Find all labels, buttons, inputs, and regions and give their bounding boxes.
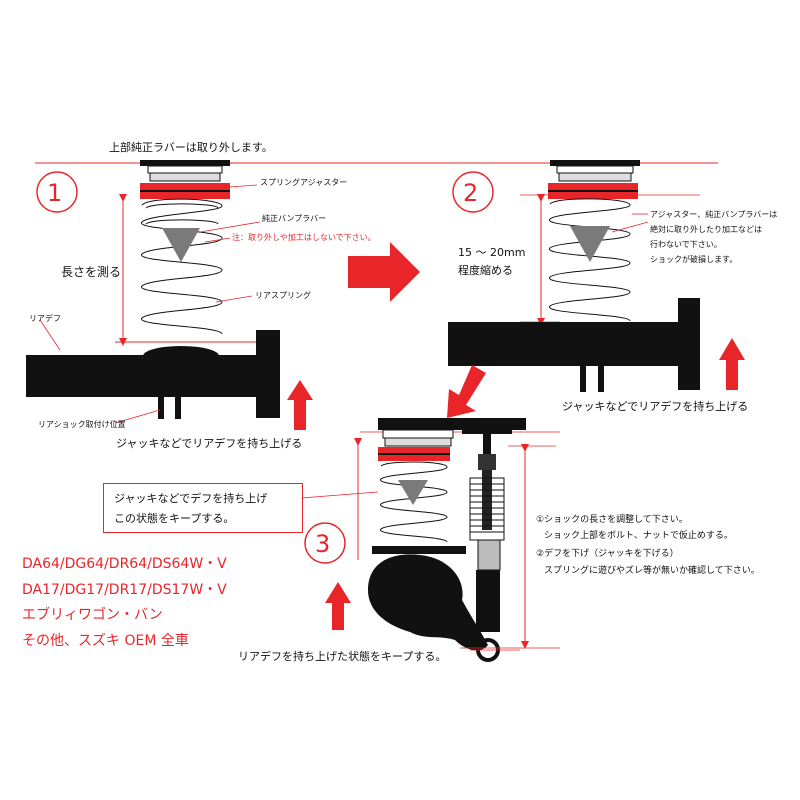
model-line-3: エブリィワゴン・バン (22, 607, 163, 623)
step1-spring (141, 198, 223, 335)
step2-lift-note: ジャッキなどでリアデフを持ち上げる (562, 400, 749, 413)
step3-assembly (300, 418, 560, 662)
step1-lift-note: ジャッキなどでリアデフを持ち上げる (116, 437, 303, 450)
compress-label: 程度縮める (458, 264, 513, 277)
step2-assembly (448, 160, 745, 392)
callout-line-1: ジャッキなどでデフを持ち上げ (114, 492, 268, 505)
mount-position-label: リアショック取付け位置 (38, 420, 126, 429)
step1-number: 1 (47, 179, 63, 207)
compatible-models-list: DA64/DG64/DR64/DS64W・V DA17/DG17/DR17/DS… (22, 552, 227, 654)
step2-number-circle (452, 171, 494, 213)
step1-rear-diff (26, 330, 280, 419)
step2-warning-line-1: アジャスター、純正バンプラバーは (650, 210, 778, 219)
step2-warning-line-2: 絶対に取り外したり加工などは (650, 225, 762, 234)
keep-state-note: リアデフを持ち上げた状態をキープする。 (238, 650, 447, 663)
instruction-line-1: ①ショックの長さを調整して下さい。 (536, 515, 688, 525)
model-line-1: DA64/DG64/DR64/DS64W・V (22, 556, 227, 572)
model-line-4: その他、スズキ OEM 全車 (22, 632, 189, 649)
step1-top-mount (140, 160, 230, 166)
instruction-line-2: ショック上部をボルト、ナットで仮止めする。 (544, 531, 733, 541)
spring-adjuster-label: スプリングアジャスター (260, 178, 348, 187)
caution-label: 注：取り外しや加工はしないで下さい。 (232, 233, 376, 242)
step2-number: 2 (463, 179, 479, 207)
compress-amount-label: 15 ～ 20mm (458, 246, 526, 259)
step3-shock-absorber (462, 428, 512, 662)
callout-line-2: この状態をキープする。 (114, 512, 235, 525)
instruction-line-4: スプリングに遊びやズレ等が無いか確認して下さい。 (544, 566, 760, 576)
callout-leader (300, 491, 379, 499)
rear-diff-label: リアデフ (29, 314, 61, 323)
step2-lift-arrow (719, 338, 745, 390)
instruction-line-3: ②デフを下げ（ジャッキを下げる） (536, 549, 679, 559)
next-step-arrow-diagonal (447, 365, 486, 418)
step3-bump-rubber (398, 480, 428, 505)
next-step-arrow-right (348, 242, 420, 302)
top-note: 上部純正ラバーは取り外します。 (109, 141, 273, 154)
step2-warning-line-3: 行わないで下さい。 (650, 240, 722, 249)
step3-callout-box: ジャッキなどでデフを持ち上げ この状態をキープする。 (103, 483, 303, 533)
step1-number-circle (36, 171, 78, 213)
measure-label: 長さを測る (61, 265, 122, 279)
step1-assembly (26, 160, 313, 430)
step2-bump-rubber (570, 226, 610, 262)
step1-lift-arrow (287, 380, 313, 430)
step1-bump-rubber (162, 228, 200, 262)
step3-number-circle (304, 522, 346, 564)
rear-spring-label: リアスプリング (255, 291, 311, 300)
step3-diff-housing (368, 554, 488, 651)
model-line-2: DA17/DG17/DR17/DS17W・V (22, 581, 227, 598)
step3-number: 3 (315, 530, 331, 558)
step3-lift-arrow (325, 582, 351, 630)
step2-warning-line-4: ショックが破損します。 (650, 255, 738, 264)
step2-rear-diff (448, 298, 700, 392)
bump-rubber-label: 純正バンプラバー (262, 214, 327, 223)
